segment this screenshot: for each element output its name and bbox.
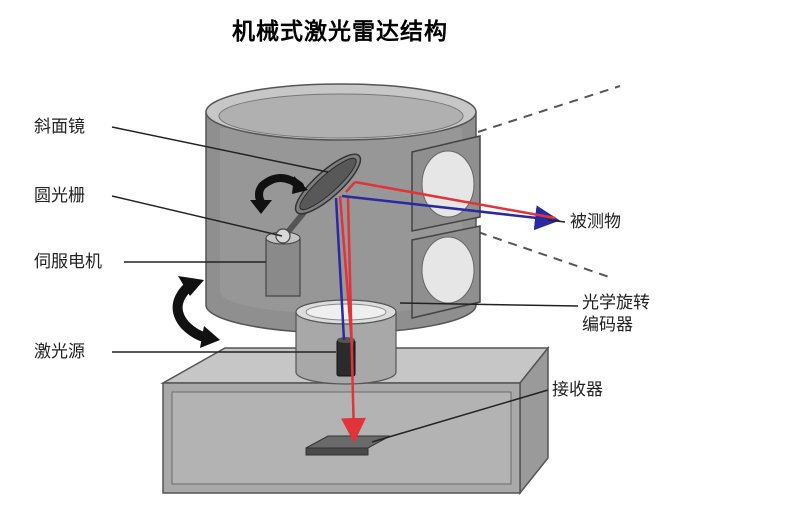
scan-field-lines [477,85,621,279]
label-laser-source: 激光源 [34,342,85,362]
encoder-cylinder [295,299,397,385]
rotation-arrows [172,174,308,348]
diagram-title: 机械式激光雷达结构 [232,19,448,45]
label-servo-motor: 伺服电机 [34,252,102,272]
label-grating: 圆光栅 [34,186,85,206]
label-encoder-line2: 编码器 [582,315,633,335]
optical-windows [411,135,481,319]
label-receiver: 接收器 [552,380,603,400]
label-mirror: 斜面镜 [34,117,85,137]
label-target: 被测物 [570,212,621,232]
laser-beams [334,180,560,443]
leader-lines [111,126,579,443]
label-encoder-line1: 光学旋转 [582,293,650,313]
mirror-assembly [275,153,362,244]
